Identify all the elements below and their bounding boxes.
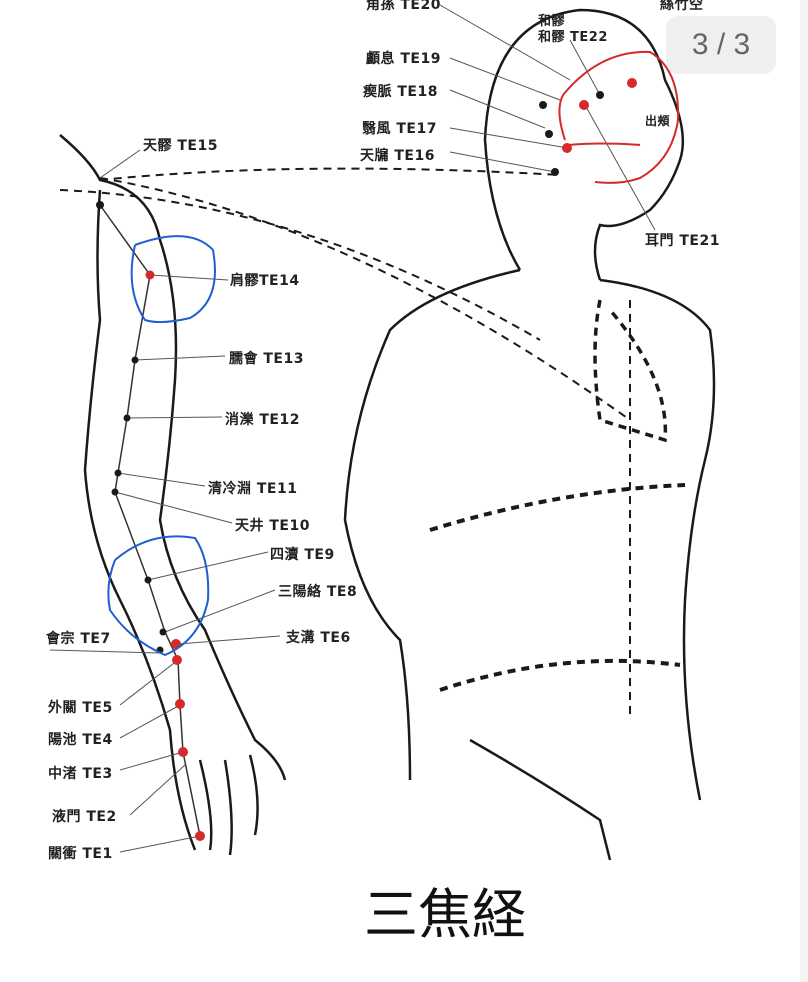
label-te18: 瘈脈 TE18 [363, 84, 438, 100]
acupoints-black [96, 91, 604, 654]
label-te12: 消濼 TE12 [225, 412, 300, 428]
body-outline [59, 8, 716, 861]
label-te19: 顱息 TE19 [366, 51, 441, 67]
label-te5: 外關 TE5 [48, 700, 113, 716]
label-te16: 天牖 TE16 [360, 148, 435, 164]
label-te8: 三陽絡 TE8 [278, 584, 358, 600]
label-te3: 中渚 TE3 [48, 766, 113, 782]
blue-annotations [107, 235, 216, 657]
label-te7: 會宗 TE7 [46, 631, 111, 647]
label-te4: 陽池 TE4 [48, 732, 113, 748]
label-te23: 絲竹空 [660, 0, 704, 13]
acupoints-red [145, 78, 637, 841]
label-te13: 臑會 TE13 [229, 351, 304, 367]
label-te10: 天井 TE10 [235, 518, 310, 534]
image-counter-badge: 3 / 3 [666, 16, 776, 74]
label-te2: 液門 TE2 [52, 809, 117, 825]
label-face-mark: 出頰 [645, 114, 671, 128]
label-te14: 肩髎TE14 [230, 273, 300, 289]
diagram-caption: 三焦経 [364, 883, 526, 946]
label-te15: 天髎 TE15 [143, 138, 218, 154]
label-te9: 四瀆 TE9 [270, 547, 335, 563]
label-te20: 角孫 TE20 [366, 0, 441, 13]
meridian-dashed-paths [59, 167, 686, 720]
label-te11: 清冷淵 TE11 [208, 481, 298, 497]
leader-lines [49, 4, 656, 853]
label-te22: 和髎 TE22 [538, 30, 608, 45]
label-te1: 關衝 TE1 [48, 846, 113, 862]
label-te6: 支溝 TE6 [286, 630, 351, 646]
meridian-line [99, 204, 201, 837]
label-te21: 耳門 TE21 [645, 233, 720, 249]
viewer-edge [800, 0, 808, 982]
red-annotation [558, 50, 680, 184]
label-te22-name: 和髎 [538, 14, 566, 29]
label-te17: 翳風 TE17 [362, 121, 437, 137]
